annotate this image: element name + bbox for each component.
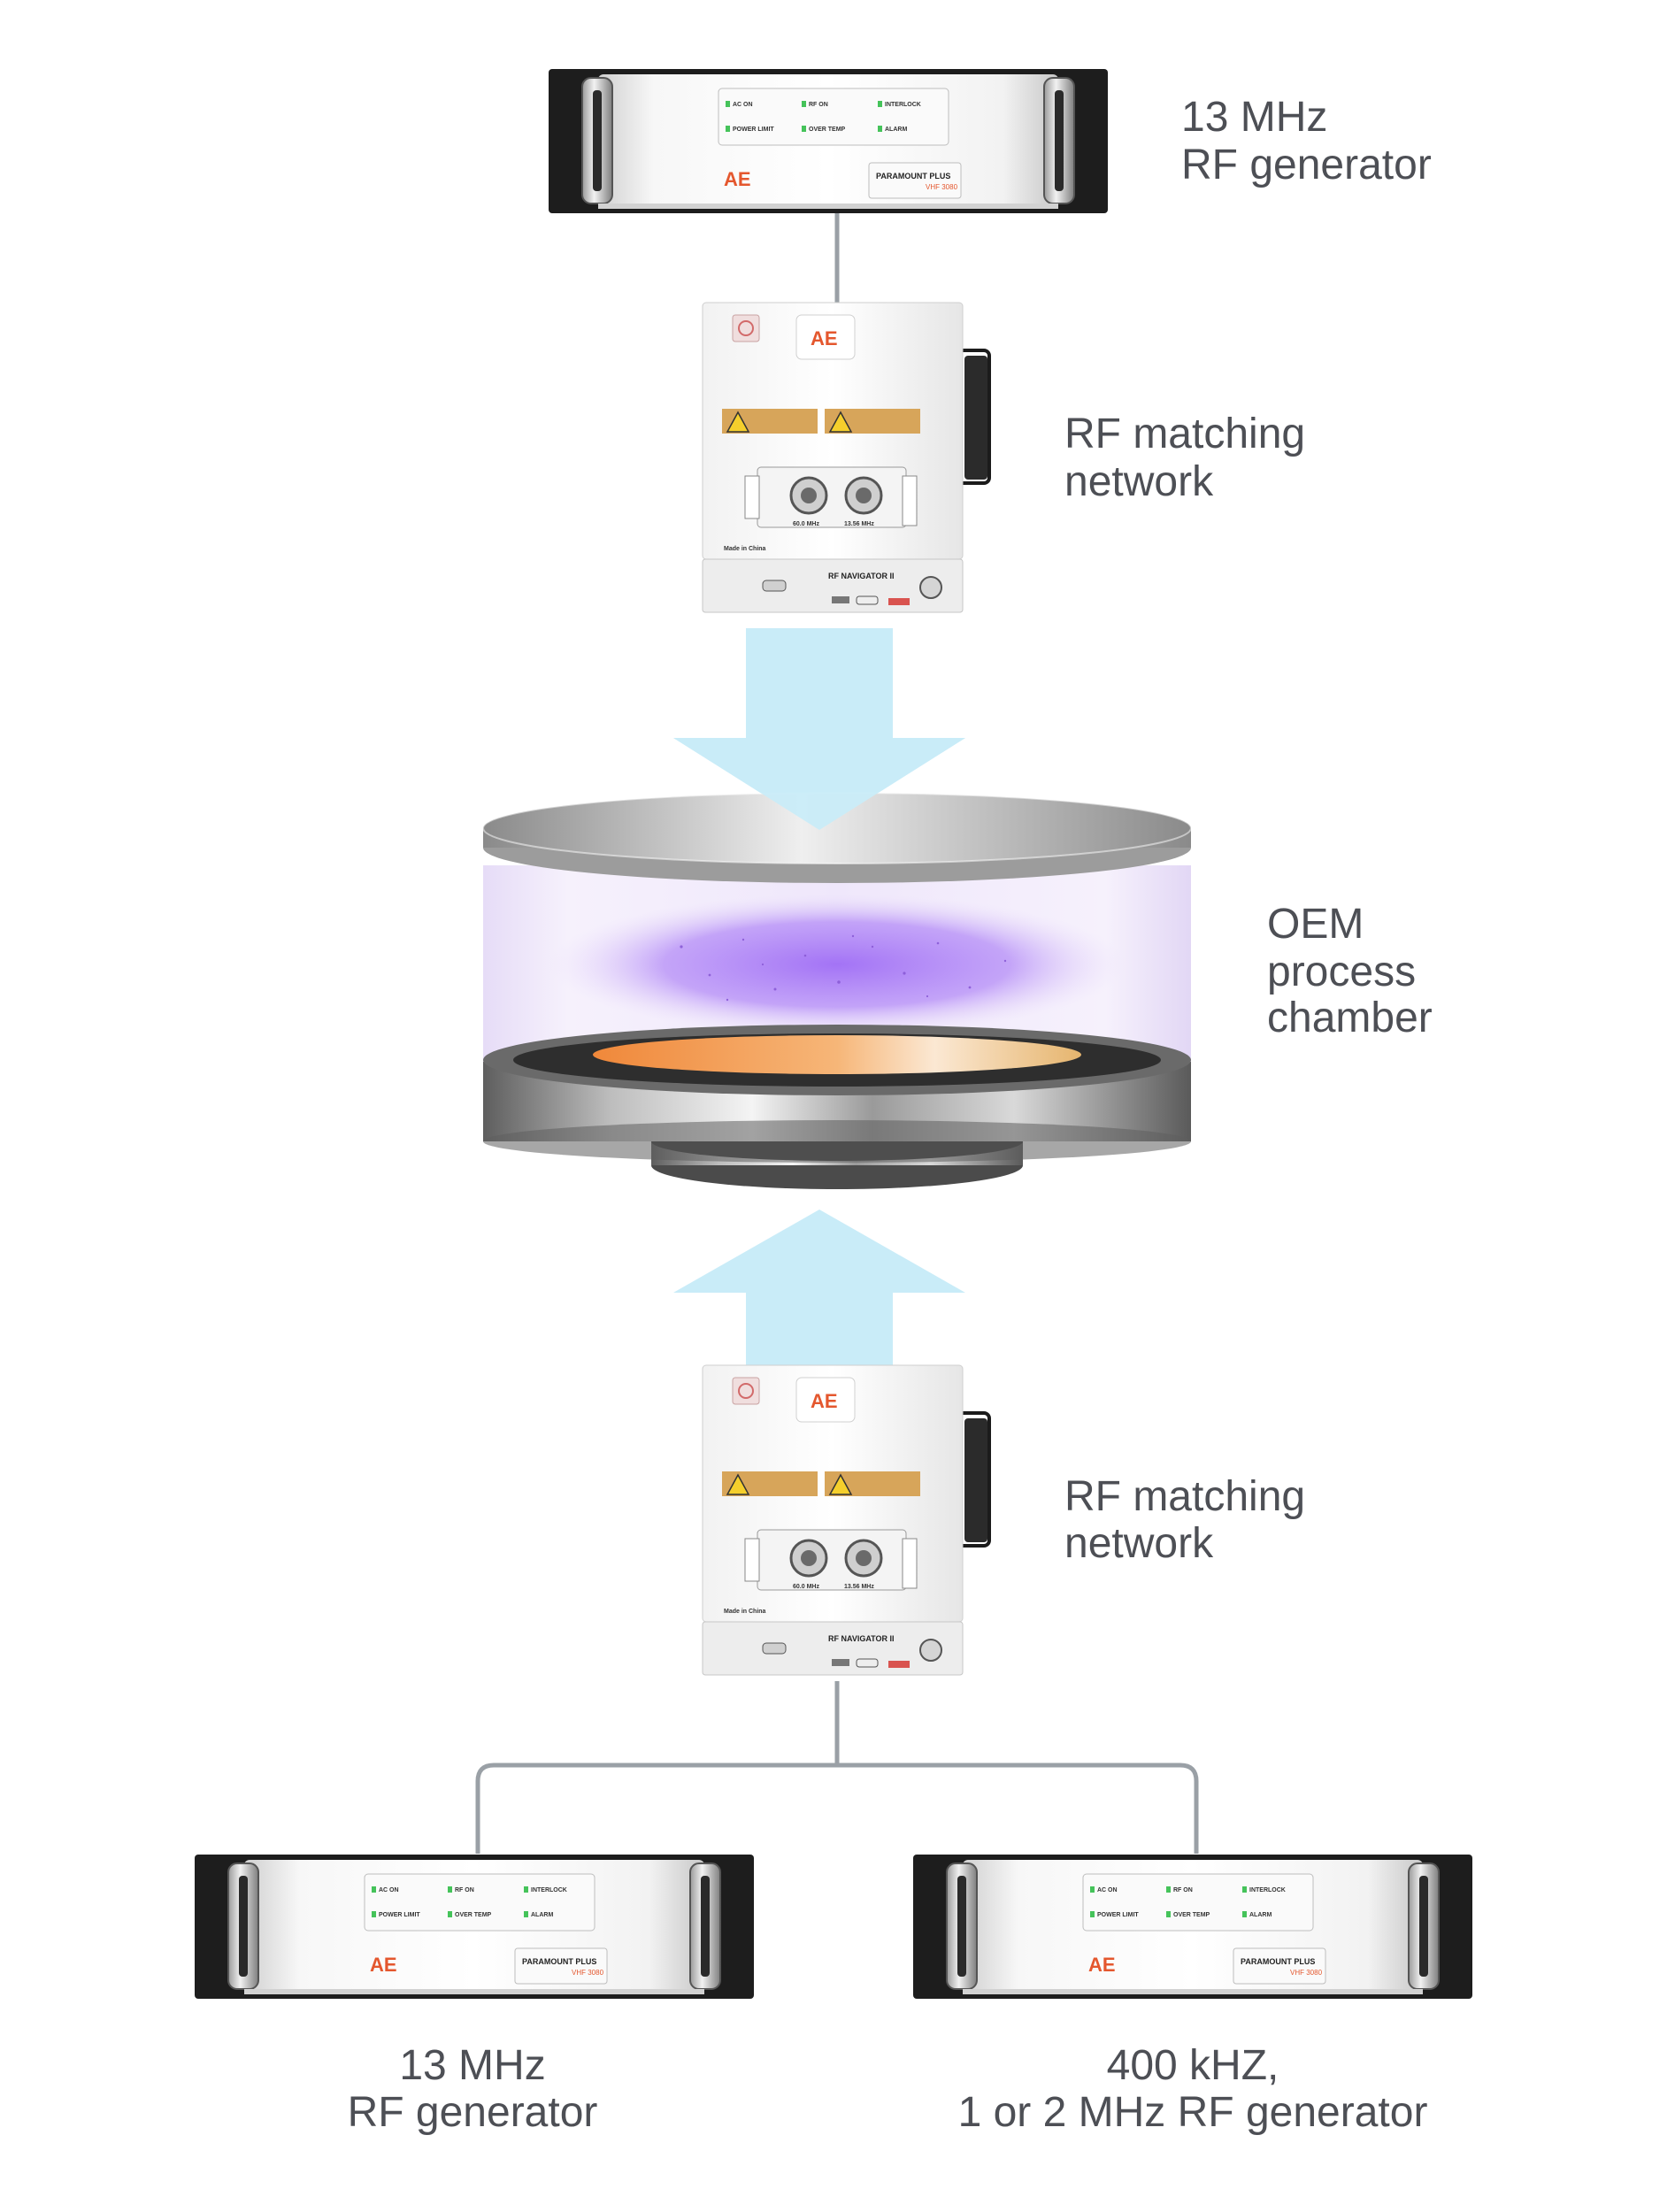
label-bottom-match: RF matching network [1064,1473,1305,1567]
label-line: RF matching [1064,411,1305,457]
bottom-rf-matching-network: AE 60.0 MHz 13.56 MHz Made in China RF N… [702,1364,991,1676]
label-line: RF matching [1064,1473,1305,1520]
indicator-rf-on: RF ON [1173,1887,1193,1893]
bottom-left-rf-generator: AC ON RF ON INTERLOCK POWER LIMIT OVER T… [195,1855,754,1999]
made-in-label: Made in China [724,1609,766,1615]
label-line: OEM [1267,901,1364,948]
connector-label-right: 13.56 MHz [844,521,874,527]
label-top-generator: 13 MHz RF generator [1181,94,1432,188]
indicator-panel [1082,1873,1314,1932]
connector-label-left: 60.0 MHz [793,521,819,527]
connector-label-right: 13.56 MHz [844,1584,874,1590]
indicator-panel [718,88,949,146]
indicator-ac-on: AC ON [1097,1887,1118,1893]
label-line: 13 MHz [399,2042,545,2089]
label-line: 13 MHz [1181,94,1327,141]
ae-logo-icon: AE [370,1954,397,1976]
label-top-match: RF matching network [1064,411,1305,505]
plasma-glow [549,894,1126,1035]
top-rf-matching-network: AE 60.0 MHz 13.56 MHz Made in China RF N… [702,302,991,613]
up-arrow-to-chamber [673,1210,965,1365]
indicator-alarm: ALARM [1249,1912,1272,1918]
indicator-ac-on: AC ON [733,102,753,108]
ae-logo-icon: AE [811,327,838,349]
label-line: network [1064,458,1214,505]
indicator-over-temp: OVER TEMP [1173,1912,1210,1918]
label-chamber: OEM process chamber [1267,901,1433,1041]
label-line: 400 kHZ, [1107,2042,1279,2089]
label-line: process [1267,949,1416,995]
model-label: VHF 3080 [926,183,958,191]
brand-label: PARAMOUNT PLUS [1241,1957,1315,1966]
indicator-rf-on: RF ON [455,1887,474,1893]
indicator-power-limit: POWER LIMIT [733,127,774,133]
model-label: VHF 3080 [572,1969,604,1977]
top-rf-generator: AC ON RF ON INTERLOCK POWER LIMIT OVER T… [549,69,1108,213]
indicator-over-temp: OVER TEMP [455,1912,492,1918]
model-label: VHF 3080 [1290,1969,1323,1977]
ae-logo-icon: AE [1088,1954,1116,1976]
indicator-panel [364,1873,595,1932]
indicator-over-temp: OVER TEMP [809,127,846,133]
ae-logo-icon: AE [811,1390,838,1412]
label-bottom-right-generator: 400 kHZ, 1 or 2 MHz RF generator [958,2042,1428,2136]
indicator-ac-on: AC ON [379,1887,399,1893]
brand-label: PARAMOUNT PLUS [876,172,950,180]
indicator-rf-on: RF ON [809,102,828,108]
label-line: 1 or 2 MHz RF generator [958,2089,1428,2136]
bottom-right-rf-generator: AC ON RF ON INTERLOCK POWER LIMIT OVER T… [913,1855,1472,1999]
indicator-power-limit: POWER LIMIT [1097,1912,1139,1918]
brand-label: PARAMOUNT PLUS [522,1957,596,1966]
indicator-alarm: ALARM [885,127,907,133]
made-in-label: Made in China [724,546,766,552]
ae-logo-icon: AE [724,168,751,190]
connection-wires [475,211,1199,1854]
label-line: chamber [1267,995,1433,1041]
indicator-power-limit: POWER LIMIT [379,1912,420,1918]
brand-label: RF NAVIGATOR II [828,572,895,580]
brand-label: RF NAVIGATOR II [828,1634,895,1643]
label-line: RF generator [1181,142,1432,188]
oem-process-chamber [482,628,1192,1189]
label-bottom-left-generator: 13 MHz RF generator [348,2042,598,2136]
indicator-interlock: INTERLOCK [531,1887,567,1893]
connector-label-left: 60.0 MHz [793,1584,819,1590]
wire-bottom-split [475,1763,1199,1854]
label-line: network [1064,1520,1214,1567]
indicator-interlock: INTERLOCK [1249,1887,1286,1893]
wafer-icon [593,1035,1081,1074]
label-line: RF generator [348,2089,598,2136]
indicator-alarm: ALARM [531,1912,553,1918]
indicator-interlock: INTERLOCK [885,102,921,108]
